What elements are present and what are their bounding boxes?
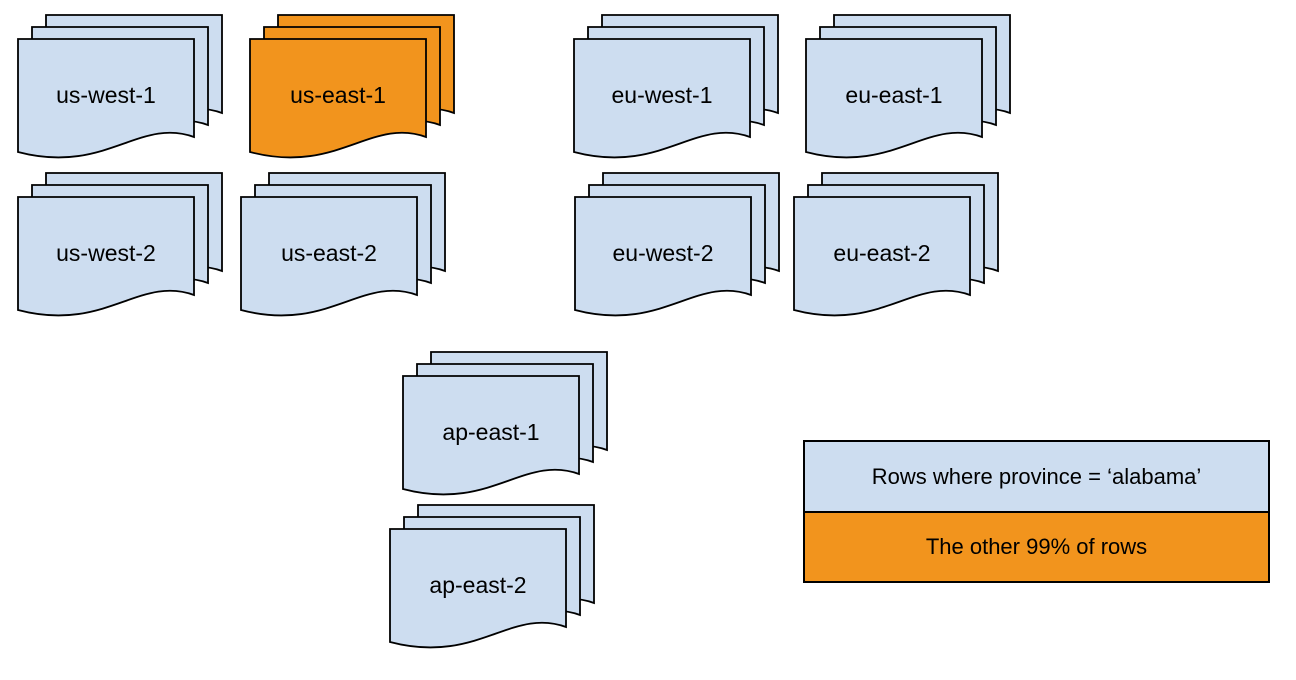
region-stack-us-west-2: us-west-2 [17, 172, 223, 324]
document-stack-icon [249, 14, 455, 159]
document-stack-icon [389, 504, 595, 649]
region-stack-eu-east-1: eu-east-1 [805, 14, 1011, 166]
legend-item-alabama-rows: Rows where province = ‘alabama’ [805, 442, 1268, 511]
document-stack-icon [574, 172, 780, 317]
region-stack-eu-east-2: eu-east-2 [793, 172, 999, 324]
document-stack-icon [17, 14, 223, 159]
region-stack-us-west-1: us-west-1 [17, 14, 223, 166]
legend: Rows where province = ‘alabama’ The othe… [803, 440, 1270, 583]
legend-label-other-rows: The other 99% of rows [925, 534, 1148, 559]
region-stack-ap-east-2: ap-east-2 [389, 504, 595, 656]
legend-item-other-rows: The other 99% of rows [805, 511, 1268, 581]
document-stack-icon [805, 14, 1011, 159]
document-stack-icon [402, 351, 608, 496]
document-stack-icon [240, 172, 446, 317]
region-stack-ap-east-1: ap-east-1 [402, 351, 608, 503]
legend-label-alabama-rows: Rows where province = ‘alabama’ [871, 463, 1202, 489]
region-stack-us-east-2: us-east-2 [240, 172, 446, 324]
region-stack-eu-west-2: eu-west-2 [574, 172, 780, 324]
region-stack-us-east-1: us-east-1 [249, 14, 455, 166]
region-stack-eu-west-1: eu-west-1 [573, 14, 779, 166]
document-stack-icon [793, 172, 999, 317]
document-stack-icon [573, 14, 779, 159]
document-stack-icon [17, 172, 223, 317]
